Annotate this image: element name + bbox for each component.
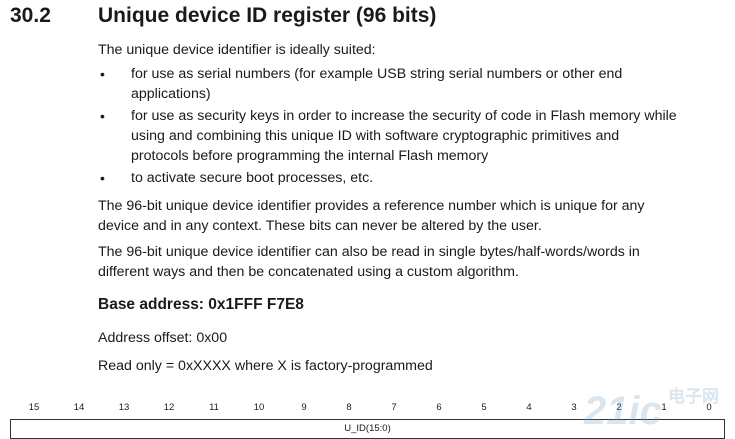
register-bit-numbers: 15 14 13 12 11 10 9 8 7 6 5 4 3 2 1 0 [0, 402, 735, 416]
bit-number: 0 [706, 402, 712, 413]
bit-number: 12 [163, 402, 175, 413]
bit-number: 3 [571, 402, 577, 413]
bit-number: 4 [526, 402, 532, 413]
paragraph-1-line-1: The 96-bit unique device identifier prov… [98, 198, 645, 214]
bullet-3-line-1: to activate secure boot processes, etc. [131, 170, 374, 186]
paragraph-1-line-2: device and in any context. These bits ca… [98, 218, 542, 234]
bit-number: 8 [346, 402, 352, 413]
bit-number: 15 [28, 402, 40, 413]
read-only-note: Read only = 0xXXXX where X is factory-pr… [98, 358, 433, 374]
bit-number: 9 [301, 402, 307, 413]
bullet-2-line-1: for use as security keys in order to inc… [131, 108, 677, 124]
bit-number: 2 [616, 402, 622, 413]
bit-number: 7 [391, 402, 397, 413]
paragraph-2-line-2: different ways and then be concatenated … [98, 264, 519, 280]
bit-number: 5 [481, 402, 487, 413]
bullet-marker: • [100, 66, 105, 82]
bit-number: 13 [118, 402, 130, 413]
bit-number: 6 [436, 402, 442, 413]
bit-number: 11 [209, 402, 219, 413]
section-number: 30.2 [10, 4, 51, 27]
bit-number: 10 [253, 402, 265, 413]
address-offset: Address offset: 0x00 [98, 330, 228, 346]
bullet-marker: • [100, 108, 105, 124]
bullet-2-line-3: protocols before programming the interna… [131, 148, 489, 164]
base-address-heading: Base address: 0x1FFF F7E8 [98, 296, 304, 313]
paragraph-2-line-1: The 96-bit unique device identifier can … [98, 244, 640, 260]
bit-number: 14 [73, 402, 85, 413]
intro-text: The unique device identifier is ideally … [98, 42, 376, 58]
bullet-1-line-1: for use as serial numbers (for example U… [131, 66, 623, 82]
bullet-1-line-2: applications) [131, 86, 211, 102]
section-title: Unique device ID register (96 bits) [98, 4, 437, 27]
section-heading: 30.2 Unique device ID register (96 bits) [10, 4, 436, 28]
bullet-marker: • [100, 170, 105, 186]
bullet-2-line-2: using and combining this unique ID with … [131, 128, 620, 144]
register-field-label: U_ID(15:0) [344, 423, 391, 434]
bit-number: 1 [661, 402, 667, 413]
